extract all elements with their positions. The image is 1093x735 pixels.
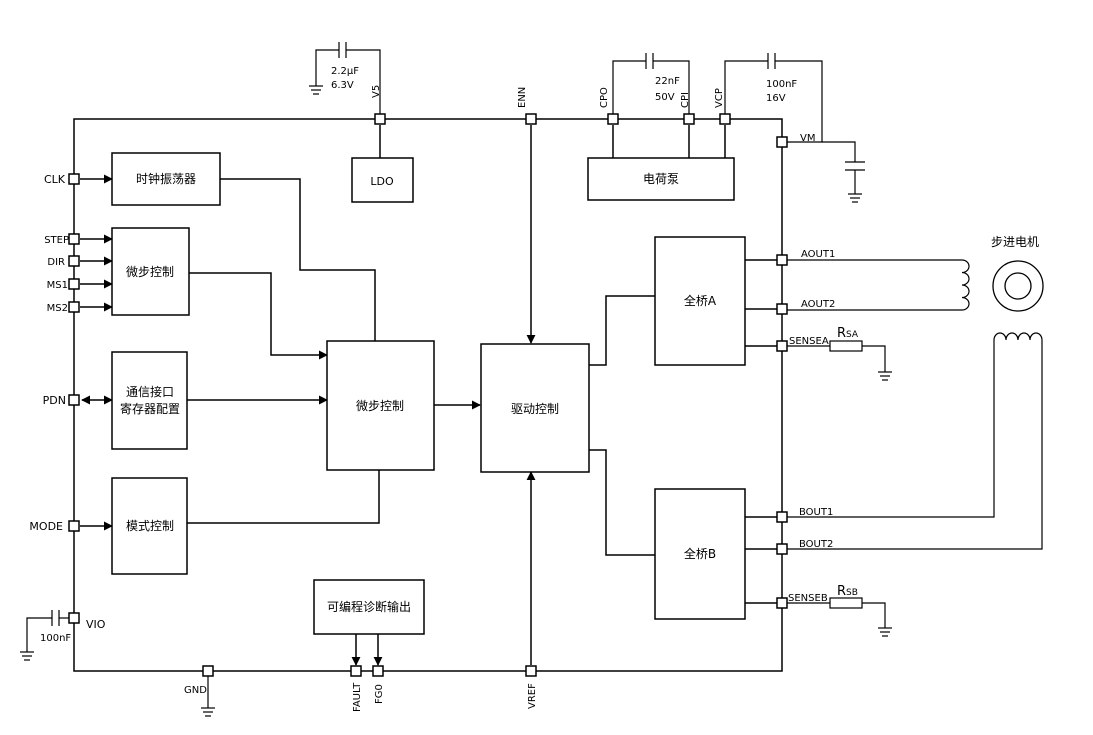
svg-text:2.2μF: 2.2μF — [331, 66, 359, 77]
svg-text:6.3V: 6.3V — [331, 80, 354, 91]
svg-text:微步控制: 微步控制 — [356, 399, 404, 413]
pin-step-label: STEP — [44, 235, 69, 246]
left-pins: CLK STEP DIR MS1 MS2 PDN MODE VIO — [29, 173, 105, 631]
pin-vm-label: VM — [800, 133, 815, 144]
drive-control-block: 驱动控制 — [480, 343, 590, 473]
internal-wiring — [187, 125, 782, 666]
full-bridge-b-block: 全桥B — [654, 488, 746, 620]
rsb-resistor: RSB — [787, 584, 892, 637]
pin-aout1-label: AOUT1 — [801, 249, 835, 260]
v5-capacitor: 2.2μF 6.3V — [309, 42, 381, 114]
svg-text:电荷泵: 电荷泵 — [643, 172, 679, 186]
pin-ms1-label: MS1 — [47, 280, 68, 291]
bottom-pins: GND FAULT FG0 VREF — [184, 665, 538, 712]
motor-label: 步进电机 — [991, 235, 1039, 249]
pin-clk-label: CLK — [44, 173, 66, 186]
svg-text:16V: 16V — [766, 93, 786, 104]
pin-pdn-label: PDN — [43, 394, 66, 407]
svg-text:模式控制: 模式控制 — [126, 519, 174, 533]
stepper-motor: 步进电机 — [787, 235, 1044, 550]
svg-text:100nF: 100nF — [40, 633, 71, 644]
svg-text:微步控制: 微步控制 — [126, 265, 174, 279]
pin-bout1-label: BOUT1 — [799, 507, 833, 518]
pin-enn-label: ENN — [517, 87, 528, 108]
ldo-block: LDO — [351, 157, 414, 203]
pin-mode-label: MODE — [29, 520, 63, 533]
vm-capacitor — [822, 141, 865, 203]
vcp-capacitor: 100nF 16V — [724, 53, 823, 143]
comm-interface-block: 通信接口 寄存器配置 — [111, 351, 188, 450]
svg-text:寄存器配置: 寄存器配置 — [120, 401, 180, 416]
rsa-resistor: RSA — [787, 326, 892, 381]
input-arrows — [80, 174, 113, 531]
svg-text:RSA: RSA — [837, 326, 859, 341]
diagnostic-output-block: 可编程诊断输出 — [313, 579, 425, 635]
svg-text:时钟振荡器: 时钟振荡器 — [136, 171, 196, 186]
microstep-input-block: 微步控制 — [111, 227, 190, 316]
vio-capacitor: 100nF — [20, 610, 71, 661]
top-pins: V5 ENN CPO CPI VCP — [371, 85, 731, 125]
svg-text:100nF: 100nF — [766, 79, 797, 90]
full-bridge-a-block: 全桥A — [654, 236, 746, 366]
pin-sensea-label: SENSEA — [789, 336, 829, 347]
clock-oscillator-block: 时钟振荡器 — [111, 152, 221, 206]
pin-vcp-label: VCP — [714, 88, 725, 108]
svg-text:LDO: LDO — [370, 175, 394, 188]
pin-aout2-label: AOUT2 — [801, 299, 835, 310]
svg-text:50V: 50V — [655, 92, 675, 103]
svg-text:驱动控制: 驱动控制 — [511, 402, 559, 416]
pin-dir-label: DIR — [47, 257, 65, 268]
pin-cpi-label: CPI — [680, 92, 691, 108]
pin-v5-label: V5 — [371, 85, 382, 98]
svg-text:RSB: RSB — [837, 584, 858, 599]
pin-fault-label: FAULT — [352, 682, 363, 712]
pin-senseb-label: SENSEB — [788, 593, 828, 604]
mode-control-block: 模式控制 — [111, 477, 188, 575]
microstep-main-block: 微步控制 — [326, 340, 435, 471]
pin-gnd-label: GND — [184, 685, 207, 696]
right-pins: VM AOUT1 AOUT2 SENSEA BOUT1 BOUT2 SENSEB — [776, 133, 835, 609]
svg-text:通信接口: 通信接口 — [126, 384, 174, 399]
pin-vio-label: VIO — [86, 618, 106, 631]
charge-pump-block: 电荷泵 — [587, 157, 735, 201]
svg-text:22nF: 22nF — [655, 76, 680, 87]
pin-bout2-label: BOUT2 — [799, 539, 833, 550]
pin-fg0-label: FG0 — [374, 684, 385, 704]
pin-cpo-label: CPO — [599, 87, 610, 108]
gnd-ground-symbol — [201, 676, 215, 717]
pin-vref-label: VREF — [527, 683, 538, 709]
svg-text:可编程诊断输出: 可编程诊断输出 — [327, 599, 411, 614]
svg-text:全桥B: 全桥B — [684, 546, 716, 561]
charge-pump-capacitor: 22nF 50V — [612, 53, 690, 114]
pin-ms2-label: MS2 — [47, 303, 68, 314]
svg-text:全桥A: 全桥A — [684, 293, 717, 308]
